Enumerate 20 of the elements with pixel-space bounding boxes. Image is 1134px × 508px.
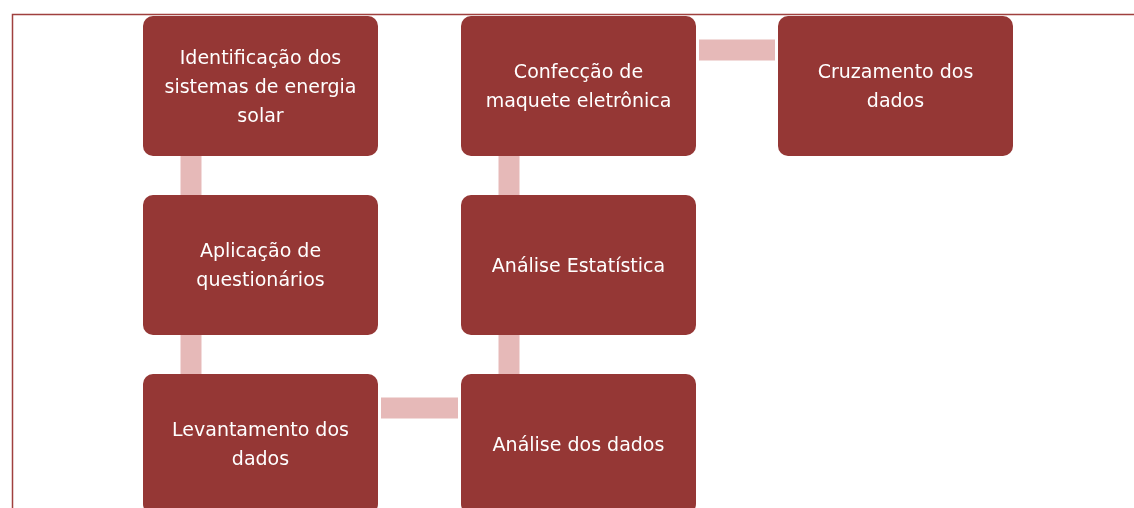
connector-bar bbox=[699, 39, 775, 61]
process-box bbox=[461, 374, 696, 508]
step-label: Levantamento dos dados bbox=[171, 417, 350, 471]
process-box bbox=[143, 195, 378, 335]
connector-bar bbox=[498, 156, 520, 195]
process-box bbox=[461, 195, 696, 335]
step-label: Análise dos dados bbox=[492, 431, 665, 457]
process-box bbox=[461, 16, 696, 156]
process-box bbox=[778, 16, 1013, 156]
step-label: Aplicação de questionários bbox=[195, 238, 326, 292]
connector-bar bbox=[180, 156, 202, 195]
process-box bbox=[143, 374, 378, 508]
connector-bar bbox=[498, 335, 520, 374]
step-label: Cruzamento dos dados bbox=[816, 59, 975, 113]
process-box bbox=[143, 16, 378, 156]
step-label: Confecção de maquete eletrônica bbox=[484, 59, 673, 113]
step-label: Análise Estatística bbox=[491, 252, 666, 278]
step-label: Identificação dos sistemas de energia solar bbox=[163, 44, 358, 128]
connector-bar bbox=[180, 335, 202, 374]
connector-bar bbox=[381, 397, 458, 419]
